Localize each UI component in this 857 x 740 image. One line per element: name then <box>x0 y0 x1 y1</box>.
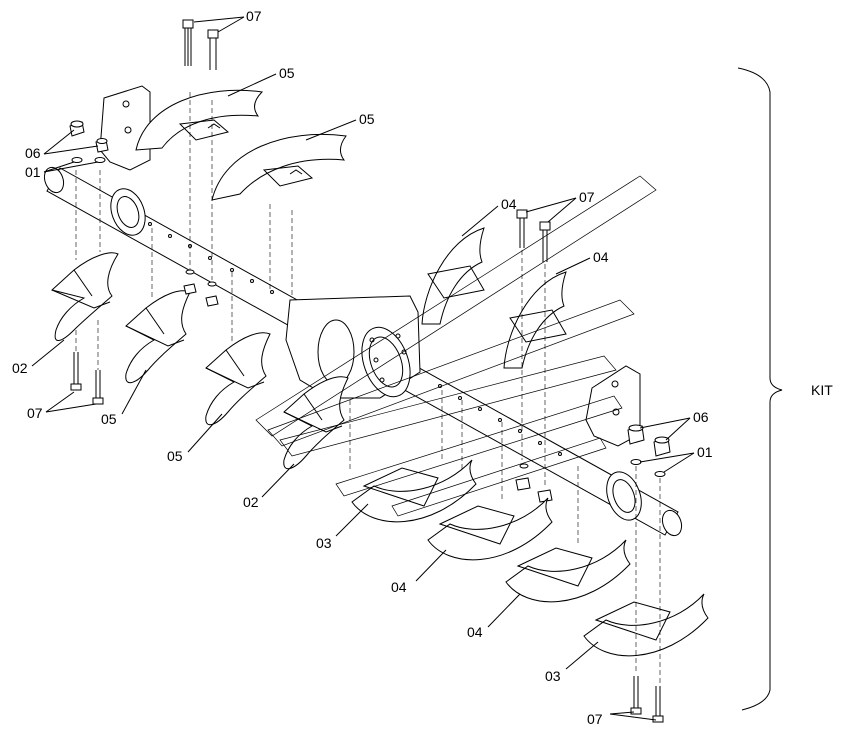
blade-05-top-left <box>135 89 264 151</box>
callout-04-d: 04 <box>467 624 483 640</box>
callout-07-mid: 07 <box>579 189 595 205</box>
callout-02-left: 02 <box>12 360 28 376</box>
callout-03-a: 03 <box>316 535 332 551</box>
callout-07-bottom: 07 <box>587 711 603 727</box>
callout-05-d: 05 <box>167 448 183 464</box>
callout-06-right: 06 <box>693 409 709 425</box>
blade-05-left-a <box>125 290 191 384</box>
callout-04-c: 04 <box>391 579 407 595</box>
bolts-07-top <box>182 19 219 70</box>
central-gearbox <box>285 295 421 399</box>
kit-bracket <box>737 67 783 711</box>
phantom-outlines <box>255 175 657 517</box>
blade-04-lower-b <box>505 539 631 603</box>
bolts-07-bottom <box>630 676 664 723</box>
callout-05-a: 05 <box>279 65 295 81</box>
nuts-06-right <box>627 424 671 457</box>
blade-05-left-b <box>205 332 271 426</box>
leader-lines <box>31 16 695 721</box>
callout-06-left: 06 <box>25 145 41 161</box>
blade-04-lower-a <box>427 497 553 561</box>
kit-label: KIT <box>811 382 833 398</box>
callout-02-mid: 02 <box>243 494 259 510</box>
callout-04-a: 04 <box>501 196 517 212</box>
shaft-holes <box>148 222 562 456</box>
callout-01-left: 01 <box>25 164 41 180</box>
callout-07-left: 07 <box>27 405 43 421</box>
bolts-07-mid <box>516 209 551 262</box>
nuts-center-left <box>183 269 219 307</box>
callout-01-right: 01 <box>697 444 713 460</box>
callout-labels: 07 05 05 06 01 02 07 05 05 04 07 04 02 0… <box>12 8 833 727</box>
assembly-lines <box>75 92 661 684</box>
callout-05-c: 05 <box>101 411 117 427</box>
callout-03-b: 03 <box>545 668 561 684</box>
blade-02-left <box>50 252 119 341</box>
callout-05-b: 05 <box>359 111 375 127</box>
blade-04-upper-left <box>421 227 485 325</box>
callout-07-top: 07 <box>246 8 262 24</box>
callout-04-b: 04 <box>593 249 609 265</box>
blade-05-top-right <box>211 133 347 201</box>
blade-03-lower-left <box>351 459 477 523</box>
nuts-center-right <box>515 463 553 503</box>
washers-01-left <box>71 157 106 163</box>
right-flange <box>585 365 642 521</box>
blade-02-mid <box>283 376 349 470</box>
blade-03-lower-right <box>583 593 709 657</box>
blade-04-upper-right <box>503 271 567 369</box>
bolts-07-left <box>70 352 104 405</box>
